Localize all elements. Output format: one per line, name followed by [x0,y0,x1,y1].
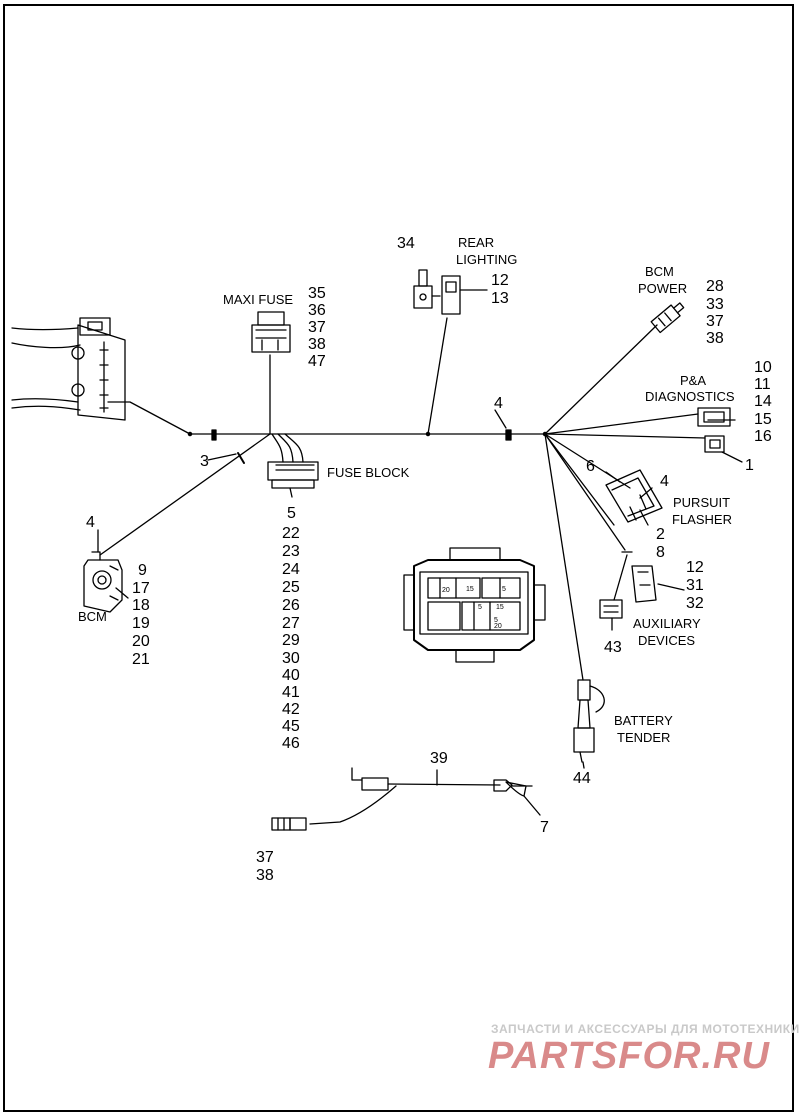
fuse-block-label: FUSE BLOCK [327,465,410,480]
callout: 15 [754,411,772,428]
bcm-power-label-1: BCM [645,264,674,279]
callout: 5 [287,505,296,522]
bcm-callouts: 9 17 18 19 20 21 [132,562,150,668]
callout: 27 [282,615,300,632]
callout: 36 [308,302,326,319]
callout: 24 [282,561,300,578]
callout: 41 [282,684,300,701]
rear-lighting-label-1: REAR [458,235,494,250]
aux-label-2: DEVICES [638,633,695,648]
callout: 23 [282,543,300,560]
callout: 14 [754,393,772,410]
callout: 10 [754,359,772,376]
rear-lighting-part [413,269,461,315]
fuse-block-part [267,461,319,498]
pursuit-label-1: PURSUIT [673,495,730,510]
callout-4-wire: 4 [494,395,503,412]
callout: 2 [656,526,665,543]
callout: 16 [754,428,772,445]
callout: 30 [282,650,300,667]
callout-43: 43 [604,639,622,656]
callout-34: 34 [397,235,415,252]
pa-callouts: 10 11 14 15 16 [754,359,772,445]
callout-1: 1 [745,457,754,474]
pursuit-label-2: FLASHER [672,512,732,527]
callout: 37 [256,849,274,866]
callout: 38 [308,336,326,353]
fuse-cell-labels: 15 5 20 5 15 5 20 [442,586,506,630]
callout-39: 39 [430,750,448,767]
fuse-cell-2: 5 [502,586,506,593]
callout: 32 [686,595,704,612]
battery-tender-part [573,679,605,763]
fuse-block-detail [403,547,546,663]
callout: 17 [132,580,150,597]
fuse-cell-4: 5 [494,617,498,624]
callout: 37 [706,313,724,330]
fuse-cell-3: 20 [442,587,450,594]
callout: 20 [132,633,150,650]
maxi-fuse-part [251,311,291,353]
aux-label-1: AUXILIARY [633,616,701,631]
callout: 35 [308,285,326,302]
callout: 26 [282,597,300,614]
callout: 38 [706,330,724,347]
callout: 28 [706,278,724,295]
callout: 46 [282,735,300,752]
callout: 21 [132,651,150,668]
callout: 19 [132,615,150,632]
pa-label-1: P&A [680,373,706,388]
fuse-block-callouts: 5 22 23 24 25 26 27 29 30 40 41 42 45 46 [282,505,300,752]
bcm-label: BCM [78,609,107,624]
bcm-power-label-2: POWER [638,281,687,296]
callout-44: 44 [573,770,591,787]
callout: 18 [132,597,150,614]
callout: 22 [282,525,300,542]
maxi-fuse-label: MAXI FUSE [223,292,293,307]
callout: 29 [282,632,300,649]
accessory-harness-part [271,767,541,831]
callout: 12 [491,272,509,289]
rear-lighting-label-2: LIGHTING [456,252,517,267]
bcm-power-part [650,302,685,334]
watermark-tagline: ЗАПЧАСТИ И АКСЕССУАРЫ ДЛЯ МОТОТЕХНИКИ [491,1022,800,1036]
callout: 37 [308,319,326,336]
callout: 9 [138,562,147,579]
callout: 11 [754,376,771,393]
callout: 45 [282,718,300,735]
callout: 42 [282,701,300,718]
auxiliary-devices-part [599,551,657,619]
callout: 13 [491,290,509,307]
callout-4-bcm: 4 [86,514,95,531]
frame-bracket [11,317,191,435]
fuse-cell-5: 15 [496,604,504,611]
callout-4-pursuit: 4 [660,473,669,490]
callout-7: 7 [540,819,549,836]
callout: 31 [686,577,704,594]
battery-label-1: BATTERY [614,713,673,728]
diagram-frame [3,4,794,1112]
bcm-power-callouts: 28 33 37 38 [706,278,724,347]
callout-3: 3 [200,453,209,470]
callout: 8 [656,544,665,561]
callout: 40 [282,667,300,684]
callout-6: 6 [586,458,595,475]
fuse-cell-1: 15 [466,586,474,593]
fuse-cell-6: 5 [478,604,482,611]
callout: 12 [686,559,704,576]
bcm-module-part [83,551,123,613]
watermark-brand: PARTSFOR.RU [488,1035,770,1077]
callout: 38 [256,867,274,884]
maxi-fuse-callouts: 35 36 37 38 47 [308,285,326,370]
callout: 47 [308,353,326,370]
leader-lines [97,289,743,786]
battery-label-2: TENDER [617,730,670,745]
pa-diagnostics-part [697,407,731,453]
callout: 33 [706,296,724,313]
callout: 25 [282,579,300,596]
fuse-cell-7: 20 [494,623,502,630]
pa-label-2: DIAGNOSTICS [645,389,735,404]
